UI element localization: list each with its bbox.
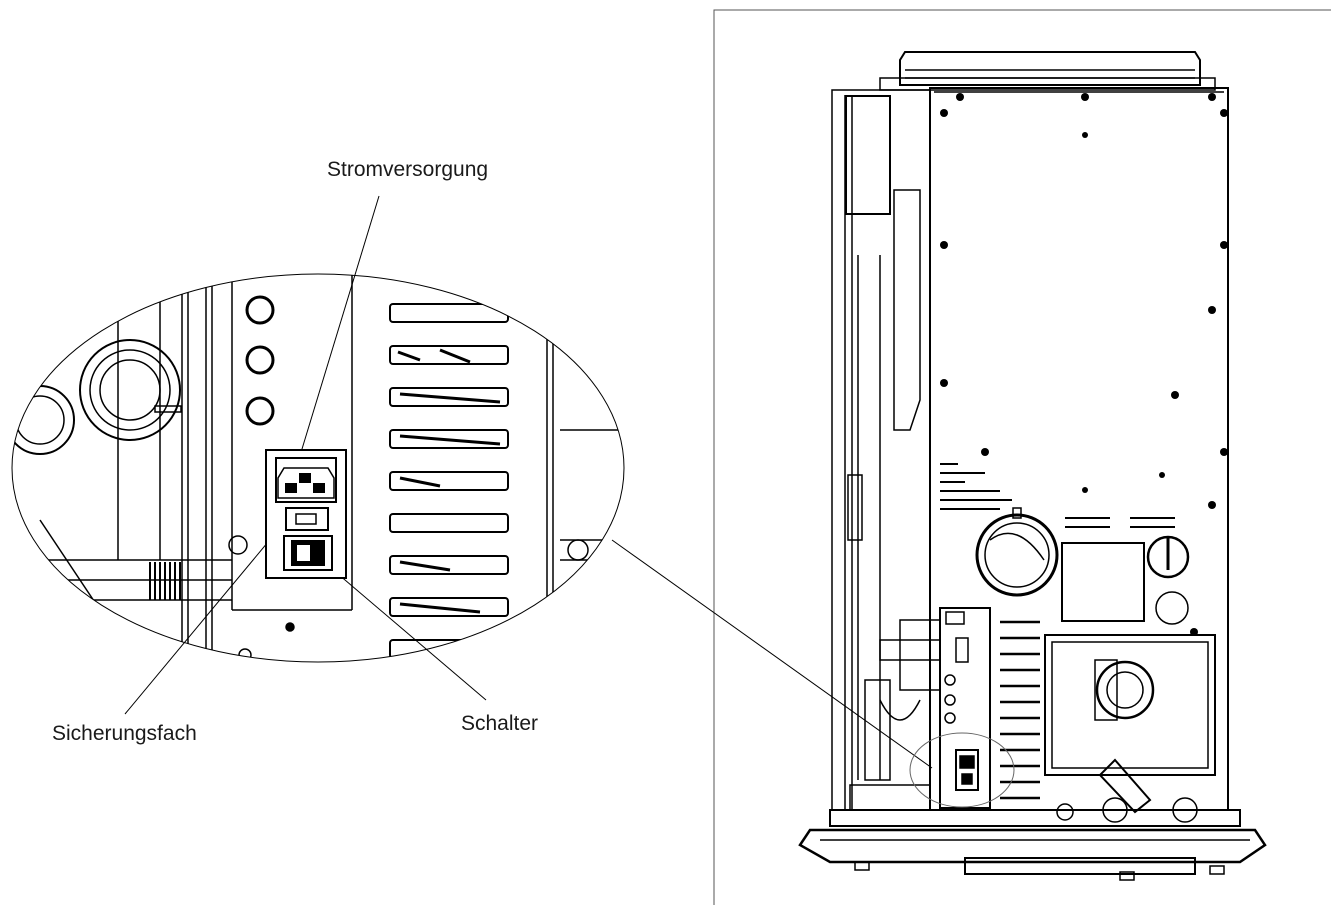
leader-sicherungsfach (124, 529, 279, 715)
unit-screws (940, 93, 1228, 636)
magnified-detail (12, 274, 624, 662)
unit-vents (940, 463, 1175, 528)
zoom-power-module (265, 449, 347, 579)
unit-control-strip (939, 607, 991, 809)
leader-zoom-connector (611, 539, 933, 769)
zoom-ports (245, 295, 275, 426)
unit-cover-plate (1061, 542, 1145, 622)
zoom-spring (149, 562, 181, 600)
zoom-base-rails (30, 519, 232, 611)
unit-left-column (831, 89, 931, 811)
label-stromversorgung: Stromversorgung (327, 158, 488, 181)
unit-pump-housing (1044, 634, 1216, 823)
unit-flue-outlet (975, 507, 1059, 597)
zoom-pump-drum (12, 339, 181, 455)
frame-border (713, 9, 1331, 905)
unit-zoom-marker (909, 732, 1015, 808)
leader-lines (124, 195, 933, 769)
unit-side-vents (1000, 620, 1040, 800)
unit-rear-panel (929, 87, 1229, 811)
zoom-bolt (154, 405, 295, 662)
main-unit-drawing (798, 51, 1267, 881)
zoom-vents (389, 303, 509, 659)
leader-schalter (317, 556, 487, 701)
zoom-right-frame (560, 429, 624, 561)
label-schalter: Schalter (461, 712, 538, 735)
label-sicherungsfach: Sicherungsfach (52, 722, 197, 745)
leader-stromversorgung (294, 195, 380, 473)
unit-lower-left-mechanism (849, 619, 941, 811)
unit-top-handle (879, 51, 1216, 91)
magnify-ellipse (11, 273, 625, 663)
unit-base (798, 809, 1267, 881)
unit-gauge (1146, 535, 1190, 625)
